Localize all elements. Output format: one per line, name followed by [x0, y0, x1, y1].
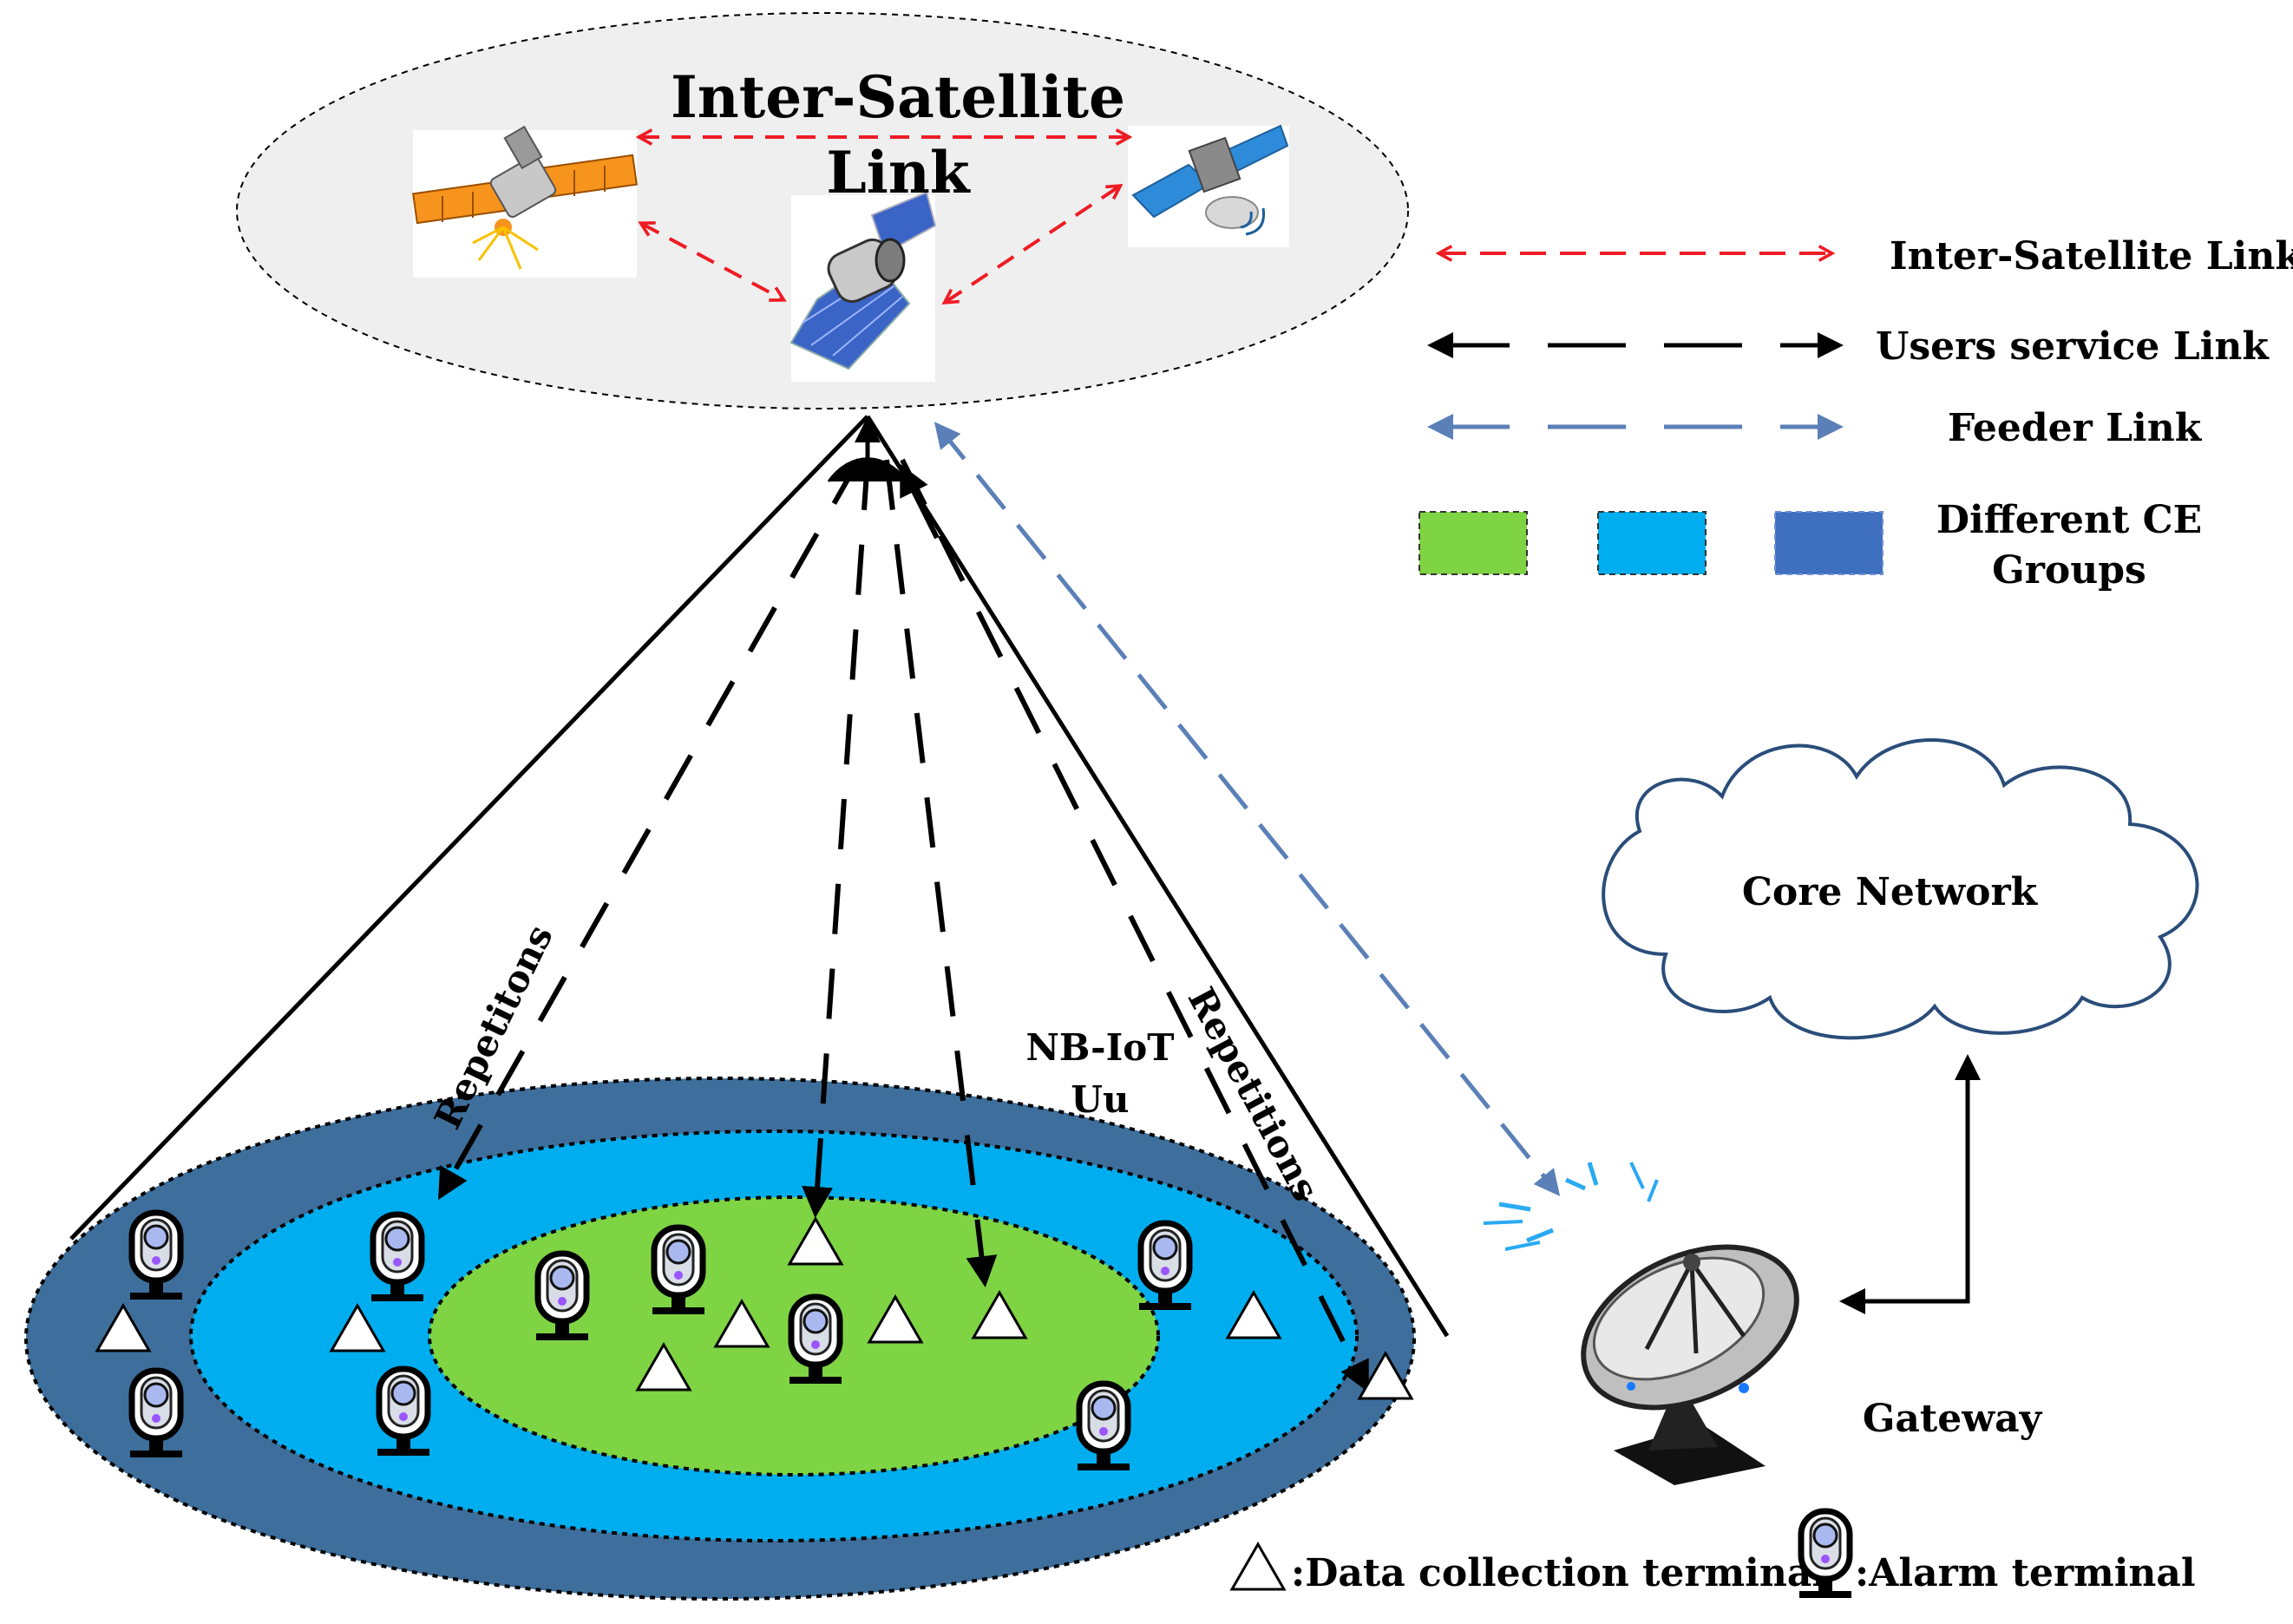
legend-feeder-label: Feeder Link: [1948, 406, 2203, 450]
isl-links: [640, 137, 1128, 302]
footer-data-terminal-icon: [1230, 1542, 1286, 1591]
gateway-core-link: [1839, 1054, 1981, 1314]
isl-title-line2: Link: [826, 139, 970, 206]
legend: Inter-Satellite Link Users service Link …: [1418, 234, 2293, 593]
gateway-dish-icon: [1483, 1162, 1799, 1485]
footer-data-terminal-label: :Data collection terminal: [1291, 1551, 1826, 1595]
legend-ce-label-line2: Groups: [1992, 548, 2146, 593]
legend-isl-label: Inter-Satellite Link: [1890, 234, 2293, 278]
legend-ce-label-line1: Different CE: [1936, 498, 2202, 542]
nbiot-label-line2: Uu: [1071, 1078, 1129, 1121]
isl-title-line1: Inter-Satellite: [671, 63, 1125, 131]
satellite-right-icon: [1128, 124, 1289, 247]
nbiot-label-line1: NB-IoT: [1025, 1026, 1174, 1069]
footer-alarm-terminal-label: :Alarm terminal: [1855, 1551, 2196, 1595]
satellite-center-icon: [789, 191, 937, 382]
legend-ce-lightblue: [1597, 511, 1707, 575]
core-network-cloud: [1602, 738, 2199, 1040]
legend-ce-green: [1418, 511, 1528, 575]
core-network-label: Core Network: [1742, 870, 2039, 914]
gateway-label: Gateway: [1863, 1397, 2043, 1441]
feeder-link: [934, 422, 1561, 1196]
legend-ce-darkblue: [1774, 511, 1884, 575]
legend-user-label: Users service Link: [1876, 324, 2270, 369]
satellite-left-icon: [412, 125, 638, 278]
